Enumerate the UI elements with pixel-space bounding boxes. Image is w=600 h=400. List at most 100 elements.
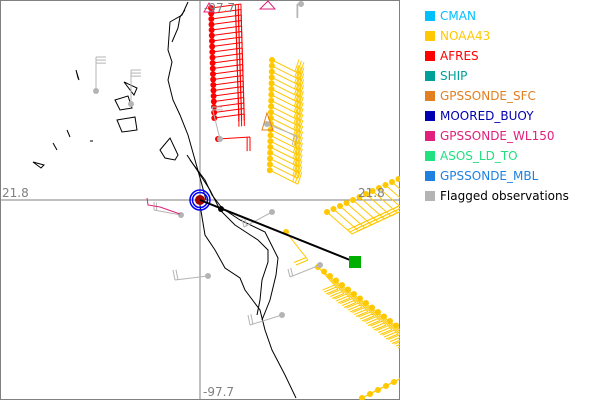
wind-barb-part: [292, 163, 298, 177]
wind-barb-part: [296, 83, 302, 97]
wind-barb-part: [264, 121, 270, 127]
lat-label-left: 21.8: [2, 186, 29, 200]
wind-barb-part: [269, 152, 299, 168]
wind-barb-part: [376, 325, 389, 332]
wind-barb-part: [297, 143, 303, 156]
legend-item-gpssonde-mbl[interactable]: GPSSONDE_MBL: [425, 166, 569, 186]
legend-swatch: [425, 11, 435, 21]
wind-barb-part: [210, 93, 217, 99]
wind-barb-part: [208, 21, 215, 28]
wind-barb-part: [267, 149, 274, 156]
wind-barb-part: [373, 324, 387, 331]
wind-barb-part: [213, 86, 244, 91]
legend-label: GPSSONDE_SFC: [440, 89, 536, 103]
legend-item-asos-ld-to[interactable]: ASOS_LD_TO: [425, 146, 569, 166]
wind-barb-part: [382, 182, 389, 188]
wind-barb-part: [270, 117, 300, 133]
wind-barb-part: [295, 124, 301, 137]
legend-item-afres[interactable]: AFRES: [425, 46, 569, 66]
wind-barb-part: [271, 59, 301, 75]
wind-barb-part: [271, 65, 301, 81]
wind-barb-part: [268, 68, 275, 75]
wind-barb-part: [396, 343, 400, 347]
wind-barb-part: [295, 118, 301, 131]
wind-barb-part: [322, 284, 335, 291]
wind-barb-part: [298, 119, 304, 133]
target-square-marker[interactable]: [349, 256, 361, 268]
wind-barb-part: [271, 71, 300, 87]
moored-buoy-ring-outer[interactable]: [189, 189, 211, 211]
wind-barb-part: [385, 184, 400, 199]
wind-barb-part: [379, 329, 393, 335]
wind-barb-part: [296, 77, 302, 91]
wind-barb-part: [212, 58, 243, 64]
legend-swatch: [425, 31, 435, 41]
coastline: [32, 1, 297, 399]
wind-barb-part: [381, 313, 387, 320]
wind-barb-part: [384, 331, 397, 338]
wind-barb-part: [299, 85, 305, 98]
wind-barb-part: [358, 311, 371, 318]
wind-barb-part: [352, 307, 365, 314]
legend-item-gpssonde-sfc[interactable]: GPSSONDE_SFC: [425, 86, 569, 106]
wind-barb-part: [267, 132, 274, 139]
legend-item-ship[interactable]: SHIP: [425, 66, 569, 86]
wind-barb-part: [292, 152, 298, 165]
wind-barb-part: [297, 172, 303, 185]
wind-barb-part: [208, 38, 215, 44]
wind-barb-part: [211, 25, 242, 31]
wind-barb-part: [268, 91, 275, 98]
wind-barb-part: [343, 200, 350, 206]
wind-barb-part: [297, 60, 302, 73]
wind-barb-part: [337, 203, 343, 209]
legend-swatch: [425, 91, 435, 101]
legend-item-gpssonde-wl150[interactable]: GPSSONDE_WL150: [425, 126, 569, 146]
wind-barb-part: [291, 134, 295, 146]
gpssonde-sfc-marker[interactable]: [261, 111, 274, 131]
wind-barb-part: [93, 88, 99, 94]
legend-item-flagged[interactable]: Flagged observations: [425, 186, 569, 206]
legend-label: GPSSONDE_WL150: [440, 129, 555, 143]
wind-barb-part: [391, 379, 397, 385]
wind-barb-part: [295, 130, 301, 143]
wind-barb-part: [209, 43, 216, 50]
wind-barb-part: [293, 111, 299, 124]
wind-barb-part: [393, 322, 399, 329]
gpssonde-wl150-marker-top[interactable]: [203, 1, 215, 13]
wind-barb-part: [324, 286, 337, 293]
wind-barb-part: [212, 64, 243, 69]
observation-map[interactable]: -97.7 21.8 21.8 -97.7: [0, 0, 400, 400]
wind-barb-part: [295, 147, 301, 160]
wind-barb-part: [241, 218, 245, 228]
wind-barb-part: [292, 157, 298, 171]
wind-barb-part: [243, 211, 273, 228]
wind-barb-part: [297, 166, 303, 179]
wind-barb-part: [296, 89, 302, 102]
wind-barb-part: [370, 320, 383, 327]
wind-barb-part: [267, 144, 274, 150]
wind-barb-part: [249, 314, 283, 326]
wind-barb-part: [208, 32, 215, 39]
legend-item-cman[interactable]: CMAN: [425, 6, 569, 26]
wind-barb-part: [328, 289, 341, 296]
wind-barb-part: [212, 42, 243, 47]
wind-barb-part: [395, 208, 400, 212]
wind-barb-part: [378, 327, 391, 333]
wind-barb-part: [298, 96, 304, 109]
wind-barb-part: [289, 264, 321, 278]
wind-barb-part: [217, 136, 251, 140]
wind-barb-part: [292, 140, 298, 153]
wind-barb-part: [361, 315, 375, 322]
wind-barb-part: [270, 146, 299, 162]
legend-item-noaa43[interactable]: NOAA43: [425, 26, 569, 46]
wind-barb-part: [294, 82, 299, 95]
gpssonde-wl150-marker-top2[interactable]: [258, 0, 277, 10]
legend-item-moored-buoy[interactable]: MOORED_BUOY: [425, 106, 569, 126]
wind-barb-part: [268, 86, 275, 92]
wind-barb-part: [298, 125, 304, 138]
wind-barb-part: [296, 66, 302, 79]
wind-barb-part: [270, 100, 300, 116]
wind-barb-part: [363, 191, 369, 197]
wind-barb-part: [270, 134, 299, 150]
wind-barb-part: [299, 61, 305, 75]
